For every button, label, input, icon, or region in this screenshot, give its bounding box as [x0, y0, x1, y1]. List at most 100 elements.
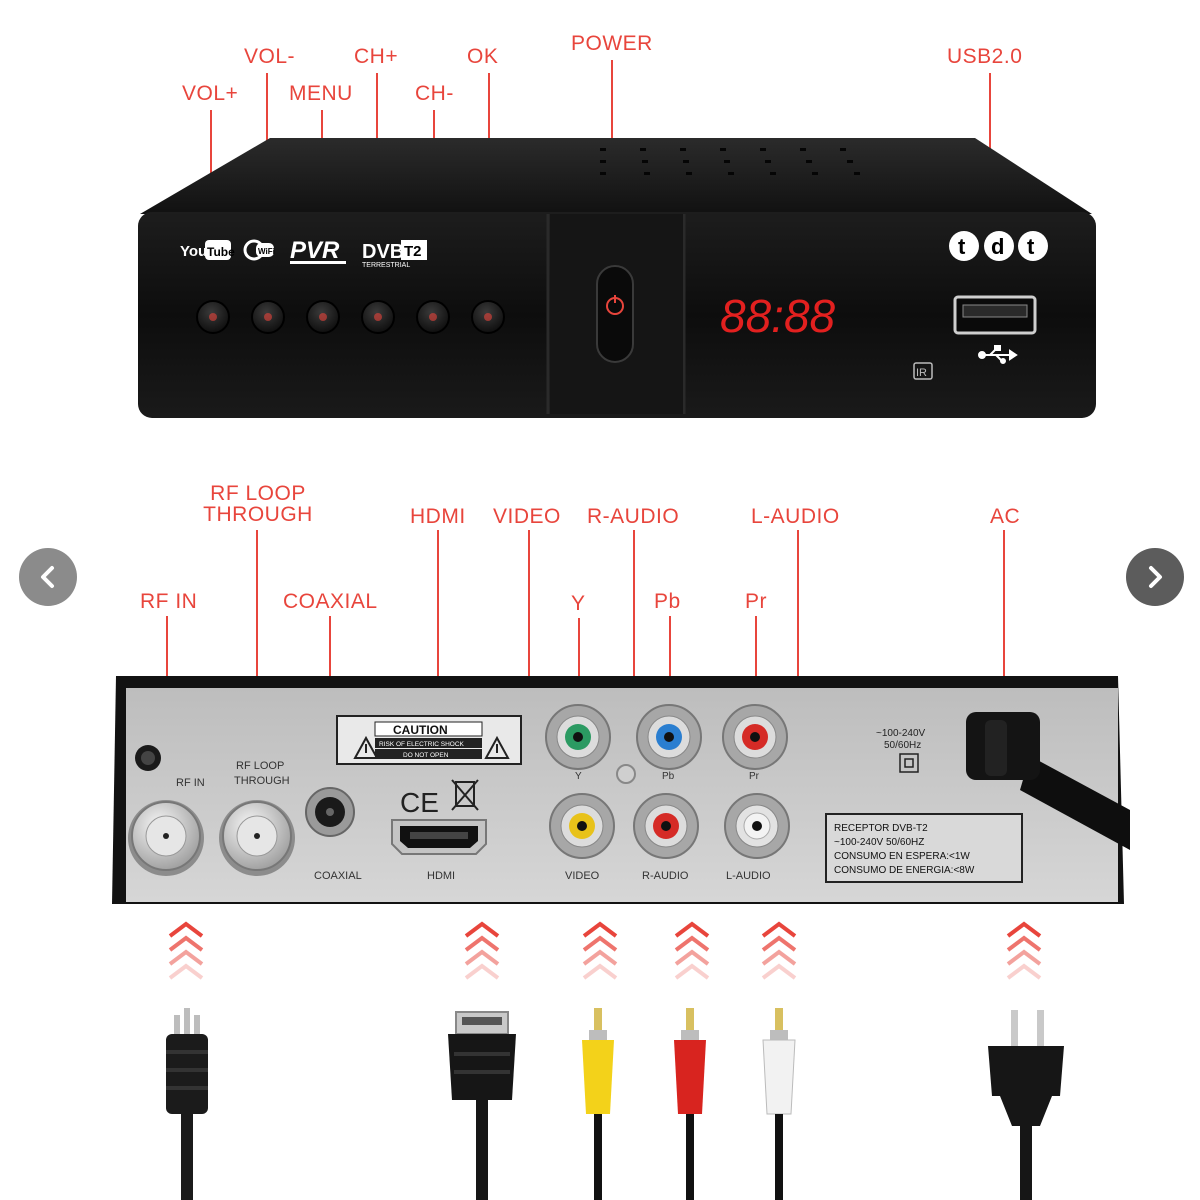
coaxial-port[interactable]: [305, 787, 355, 837]
panel-pr: Pr: [749, 771, 760, 782]
svg-text:CONSUMO EN ESPERA:<1W: CONSUMO EN ESPERA:<1W: [834, 851, 970, 862]
caution-label: CAUTION RISK OF ELECTRIC SHOCK DO NOT OP…: [336, 715, 522, 765]
video-rca-cable-icon: [582, 1008, 614, 1200]
cables-illustration: [166, 1008, 1064, 1200]
label-r-audio: R-AUDIO: [587, 505, 680, 528]
pb-jack[interactable]: [636, 704, 702, 770]
label-pb: Pb: [654, 590, 681, 613]
svg-text:DO NOT OPEN: DO NOT OPEN: [403, 752, 449, 759]
hdmi-cable-icon: [448, 1011, 516, 1200]
svg-text:CONSUMO DE ENERGIA:<8W: CONSUMO DE ENERGIA:<8W: [834, 865, 975, 876]
svg-text:WiFi: WiFi: [258, 247, 275, 256]
label-ac: AC: [990, 505, 1021, 528]
leader-line: [755, 616, 757, 730]
video-jack[interactable]: [549, 793, 615, 859]
svg-text:RISK OF ELECTRIC SHOCK: RISK OF ELECTRIC SHOCK: [379, 741, 465, 748]
svg-text:t: t: [958, 234, 966, 259]
panel-video: VIDEO: [565, 870, 600, 882]
rf-cable-icon: [166, 1008, 208, 1200]
rf-in-port[interactable]: [128, 800, 204, 876]
device-top: [140, 138, 1092, 214]
svg-text:CAUTION: CAUTION: [393, 723, 448, 737]
ok-button[interactable]: [471, 300, 505, 334]
panel-voltage-1: ~100-240V: [876, 728, 926, 739]
youtube-logo-tube: Tube: [207, 245, 235, 259]
panel-hdmi: HDMI: [427, 870, 455, 882]
ch-minus-button[interactable]: [416, 300, 450, 334]
label-power: POWER: [571, 32, 653, 55]
tdt-logo: t d t: [949, 231, 1048, 261]
l-audio-jack[interactable]: [724, 793, 790, 859]
vol-plus-button[interactable]: [196, 300, 230, 334]
label-ch-plus: CH+: [354, 45, 399, 68]
panel-l-audio: L-AUDIO: [726, 870, 771, 882]
panel-y: Y: [575, 771, 582, 782]
label-vol-plus: VOL+: [182, 82, 239, 105]
next-image-button[interactable]: [1126, 548, 1184, 606]
led-display: 88:88: [720, 290, 836, 342]
chevron-right-icon: [1149, 566, 1162, 588]
prev-image-button[interactable]: [19, 548, 77, 606]
warning-icon: [353, 735, 379, 759]
vent-holes: [600, 148, 860, 175]
ac-plug-icon: [988, 1010, 1064, 1200]
vol-minus-button[interactable]: [251, 300, 285, 334]
l-audio-rca-cable-icon: [762, 1008, 796, 1200]
leader-line: [1003, 530, 1005, 770]
rf-loop-through-port[interactable]: [219, 800, 295, 876]
up-arrows-icon: [761, 921, 797, 980]
svg-text:d: d: [991, 234, 1004, 259]
power-icon: [606, 295, 624, 315]
leader-line: [578, 618, 580, 730]
r-audio-rca-cable-icon: [674, 1008, 706, 1200]
terrestrial-text: TERRESTRIAL: [362, 262, 410, 269]
panel-r-audio: R-AUDIO: [642, 870, 689, 882]
leader-line: [669, 616, 671, 730]
hdmi-port[interactable]: [391, 819, 487, 855]
label-rf-in: RF IN: [140, 590, 198, 613]
rear-device: RF IN RF LOOP THROUGH COAXIAL CAUTION RI…: [112, 676, 1130, 904]
label-ok: OK: [467, 45, 499, 68]
menu-button[interactable]: [306, 300, 340, 334]
usb-icon: [978, 345, 1018, 364]
pr-jack[interactable]: [722, 704, 788, 770]
youtube-logo-you: You: [180, 243, 207, 260]
leader-line: [437, 530, 439, 815]
warning-icon: [484, 735, 510, 759]
up-arrows-icon: [464, 921, 500, 980]
label-l-audio: L-AUDIO: [751, 505, 840, 528]
ch-plus-button[interactable]: [361, 300, 395, 334]
dvb-logo: DVB: [362, 241, 404, 263]
crossed-bin-icon: [451, 779, 479, 811]
up-arrows-icon: [674, 921, 710, 980]
label-pr: Pr: [745, 590, 767, 613]
usb-port[interactable]: [953, 295, 1037, 335]
panel-coaxial: COAXIAL: [314, 870, 362, 882]
label-usb: USB2.0: [947, 45, 1023, 68]
up-arrows-icon: [582, 921, 618, 980]
y-jack[interactable]: [545, 704, 611, 770]
up-arrows-icon: [168, 921, 204, 980]
label-hdmi: HDMI: [410, 505, 466, 528]
panel-rf-in: RF IN: [176, 777, 205, 789]
svg-text:t: t: [1027, 234, 1035, 259]
up-arrows-icon: [1006, 921, 1042, 980]
label-menu: MENU: [289, 82, 353, 105]
ir-sensor: IR: [916, 367, 927, 379]
svg-text:~100-240V 50/60HZ: ~100-240V 50/60HZ: [834, 837, 924, 848]
panel-rf-loop-1: RF LOOP: [236, 760, 284, 772]
t2-logo: T2: [404, 243, 422, 260]
power-button[interactable]: [596, 265, 634, 363]
pvr-logo: PVR: [290, 237, 340, 264]
label-ch-minus: CH-: [415, 82, 454, 105]
label-vol-minus: VOL-: [244, 45, 296, 68]
label-video: VIDEO: [493, 505, 561, 528]
chevron-left-icon: [41, 566, 54, 588]
panel-rf-loop-2: THROUGH: [234, 775, 290, 787]
ac-power-inlet[interactable]: [966, 712, 1130, 850]
ce-mark: CE: [400, 787, 439, 818]
r-audio-jack[interactable]: [633, 793, 699, 859]
wifi-logo: WiFi: [243, 239, 275, 261]
panel-voltage-2: 50/60Hz: [884, 740, 921, 751]
